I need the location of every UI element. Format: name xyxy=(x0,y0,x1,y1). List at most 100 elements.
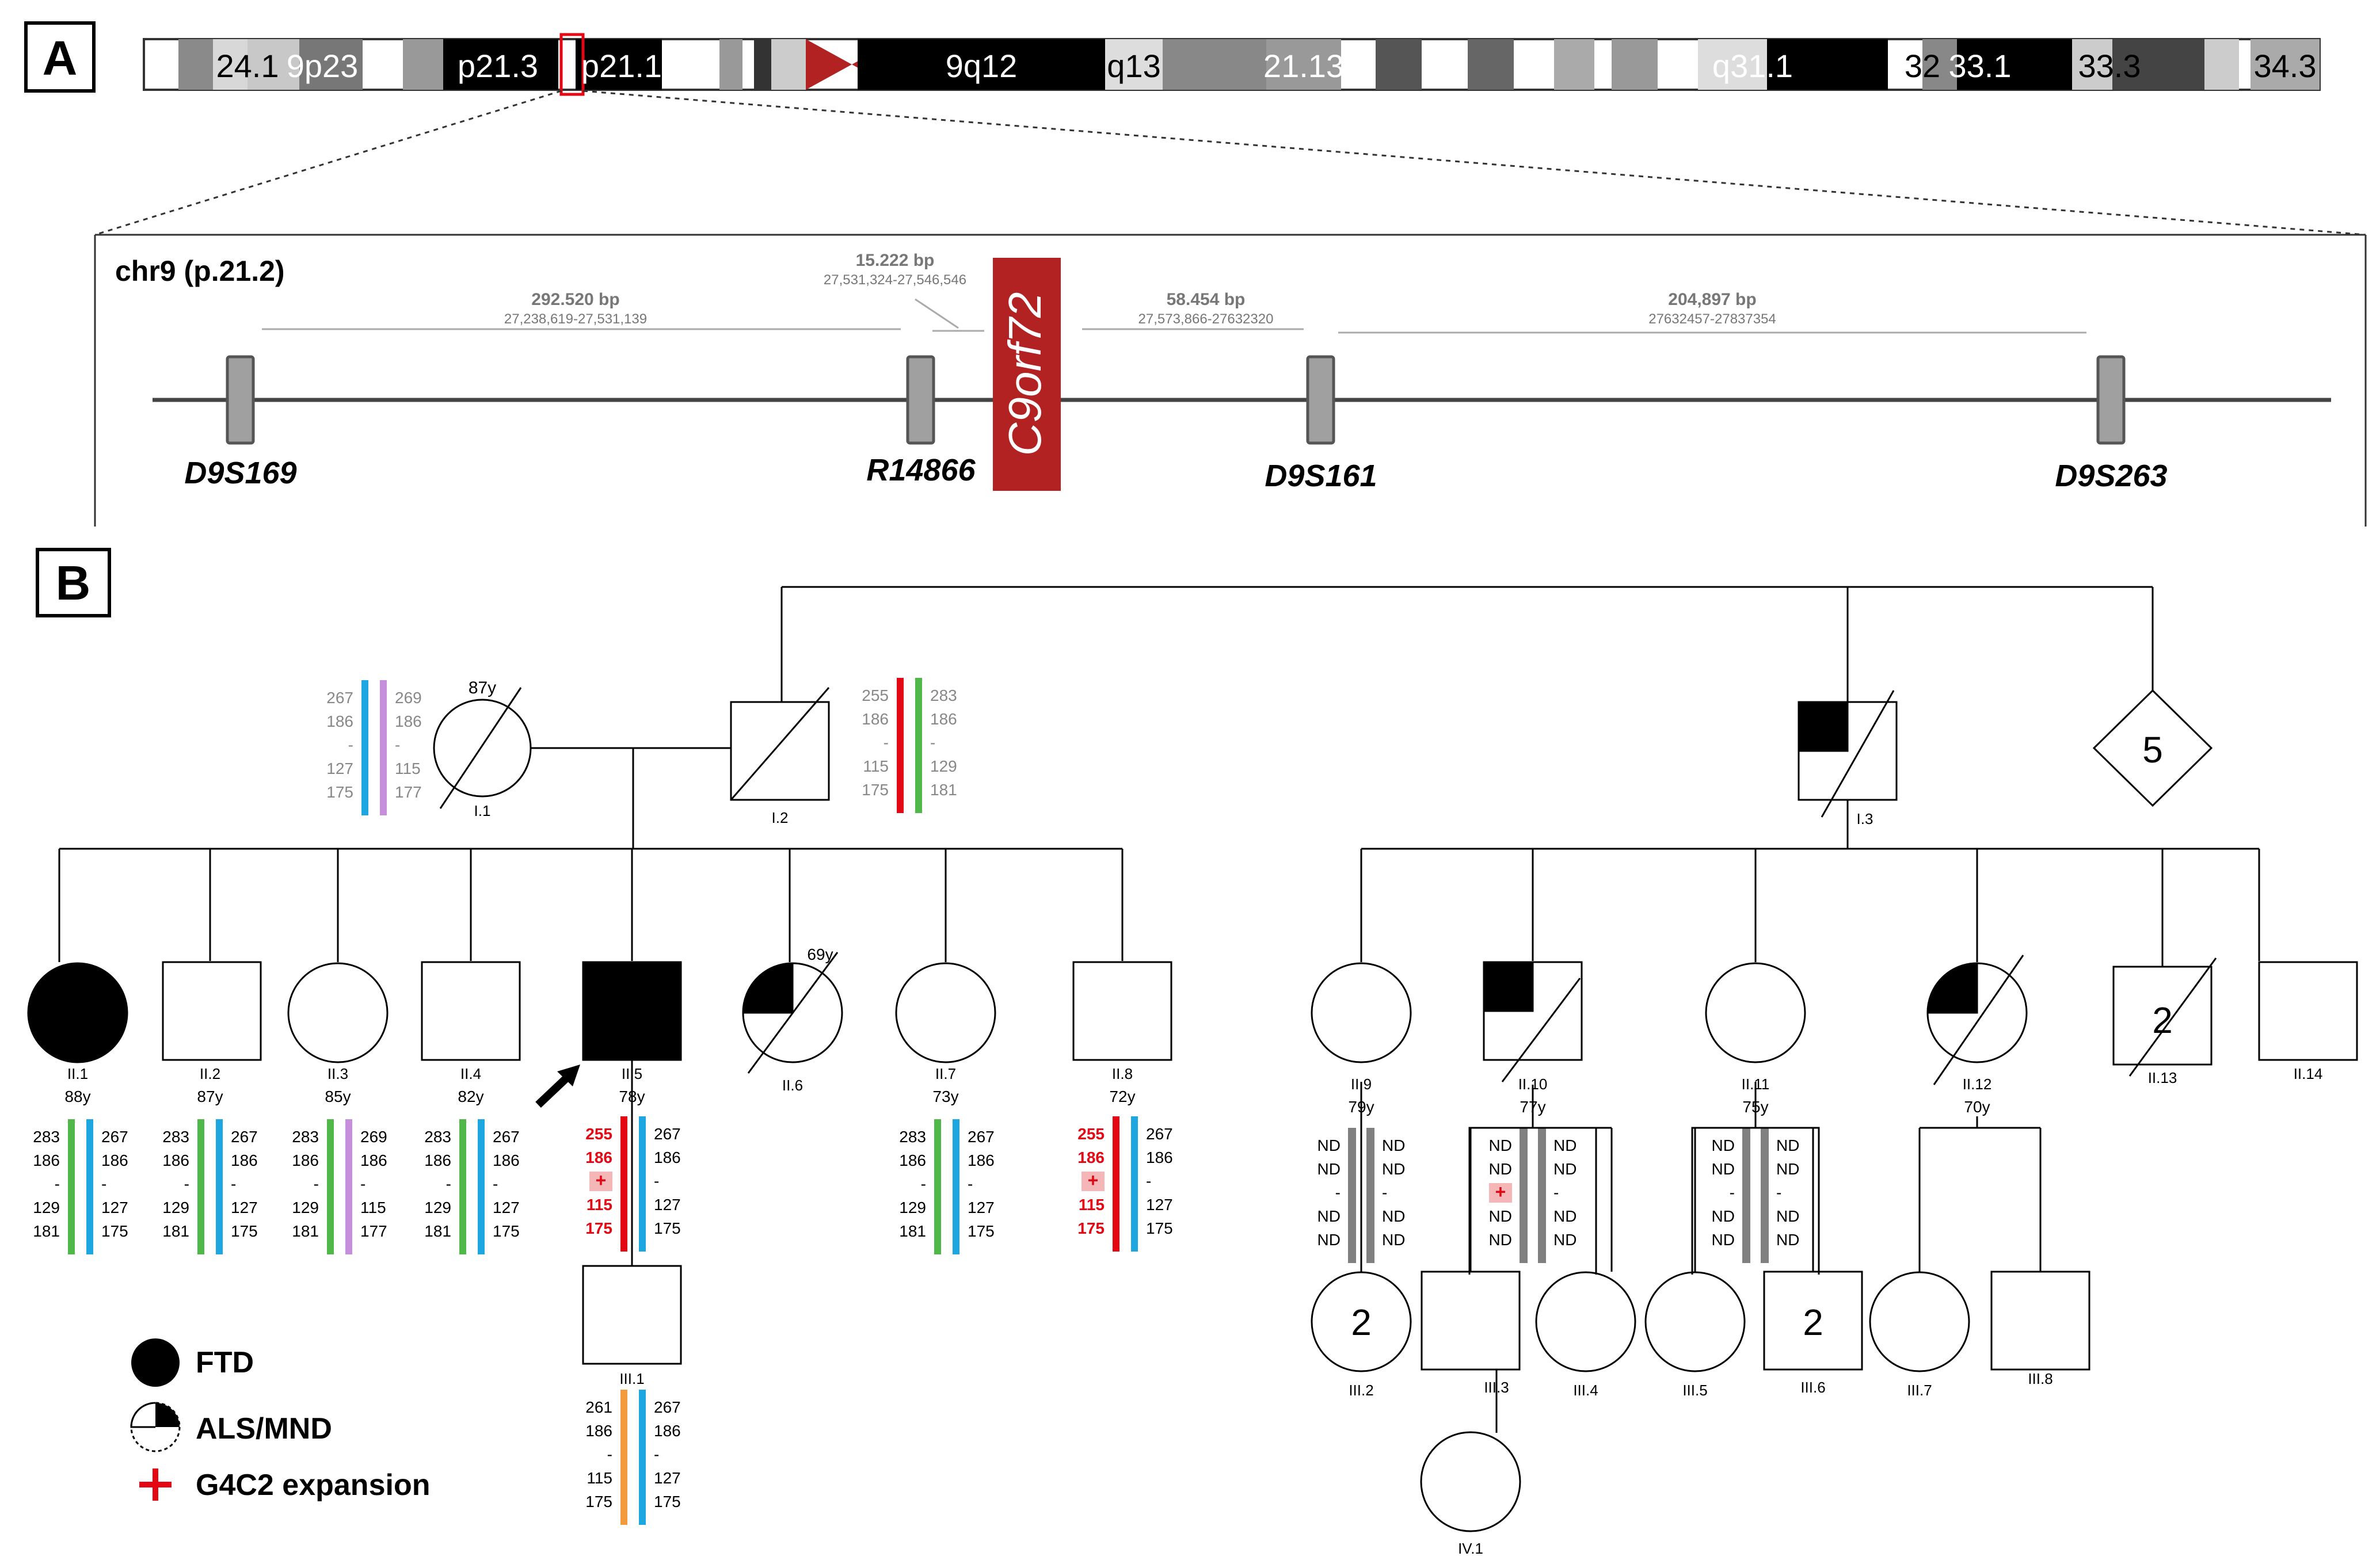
allele-value: 186 xyxy=(493,1151,520,1169)
marker-label-d9s161: D9S161 xyxy=(1265,459,1377,493)
allele-value: 186 xyxy=(424,1151,451,1169)
panel-b-label-box xyxy=(36,548,111,617)
expansion-highlight xyxy=(589,1172,612,1191)
id-ii4: II.4 xyxy=(460,1065,481,1082)
haplotype-bar-left xyxy=(1742,1128,1750,1263)
expansion-plus-icon: + xyxy=(1088,1170,1099,1191)
allele-value: 255 xyxy=(1077,1125,1105,1143)
allele-value: 181 xyxy=(930,781,957,799)
allele-value: ND xyxy=(1776,1160,1799,1178)
id-ii13: II.13 xyxy=(2148,1069,2177,1086)
age-i1: 87y xyxy=(469,678,496,697)
individual-ii2 xyxy=(162,961,262,1061)
band-label-33-1: 33.1 xyxy=(1949,48,2012,84)
panel-b-label: B xyxy=(56,556,91,610)
allele-value: 177 xyxy=(360,1222,387,1240)
allele-value: ND xyxy=(1712,1231,1735,1249)
allele-value: 127 xyxy=(654,1196,681,1214)
legend-g4c2-label: G4C2 expansion xyxy=(196,1468,430,1502)
haplotype-bar-right xyxy=(478,1119,485,1254)
allele-value: 186 xyxy=(585,1149,612,1166)
allele-value: 267 xyxy=(101,1128,128,1146)
allele-value: 186 xyxy=(1077,1149,1105,1166)
allele-value: 115 xyxy=(1079,1196,1105,1214)
allele-value: ND xyxy=(1382,1160,1405,1178)
individual-i2-male xyxy=(730,701,830,801)
allele-value: - xyxy=(184,1175,189,1193)
id-iii2: III.2 xyxy=(1349,1382,1373,1399)
id-ii2: II.2 xyxy=(200,1065,220,1082)
distance-bp-2: 15.222 bp xyxy=(856,251,935,270)
selected-region-marker xyxy=(559,33,585,96)
allele-value: - xyxy=(395,736,400,754)
allele-value: 255 xyxy=(862,686,889,704)
id-ii12: II.12 xyxy=(1963,1075,1992,1093)
allele-value: - xyxy=(654,1445,659,1463)
allele-value: 175 xyxy=(231,1222,258,1240)
allele-value: 186 xyxy=(231,1151,258,1169)
allele-value: 186 xyxy=(292,1151,319,1169)
allele-value: ND xyxy=(1553,1207,1576,1225)
allele-value: 283 xyxy=(424,1128,451,1146)
allele-value: - xyxy=(55,1175,60,1193)
allele-value: - xyxy=(446,1175,451,1193)
individual-ii13-siblings xyxy=(2112,966,2213,1066)
distance-range-4: 27632457-27837354 xyxy=(1648,311,1776,327)
allele-value: 283 xyxy=(33,1128,60,1146)
haplotype-bar-right xyxy=(86,1119,93,1254)
haplotype-bar-left xyxy=(620,1390,627,1525)
allele-value: 181 xyxy=(33,1222,60,1240)
zoom-line-left xyxy=(94,90,562,236)
allele-value: 115 xyxy=(863,757,889,775)
allele-value: 129 xyxy=(899,1199,926,1216)
allele-value: 177 xyxy=(395,783,422,801)
allele-value: 267 xyxy=(654,1125,681,1143)
marker-d9s161-box xyxy=(1306,355,1335,445)
id-iii4: III.4 xyxy=(1573,1382,1598,1399)
allele-value: 181 xyxy=(292,1222,319,1240)
allele-value: ND xyxy=(1317,1136,1341,1154)
haplotype-bar-left xyxy=(1520,1128,1528,1263)
allele-value: - xyxy=(1776,1184,1781,1201)
band-label-q31-1: q31.1 xyxy=(1712,48,1793,84)
id-iv1: IV.1 xyxy=(1458,1540,1483,1557)
allele-value: 283 xyxy=(899,1128,926,1146)
ii13-count: 2 xyxy=(2152,1000,2173,1041)
id-iii1: III.1 xyxy=(619,1370,644,1387)
id-ii10: II.10 xyxy=(1518,1075,1548,1093)
allele-value: 127 xyxy=(326,760,353,777)
haplotype-bar-right xyxy=(1366,1128,1374,1263)
allele-value: 175 xyxy=(101,1222,128,1240)
allele-value: - xyxy=(968,1175,973,1193)
haplotype-bar-left xyxy=(361,680,368,815)
iii2-count: 2 xyxy=(1351,1302,1372,1343)
allele-value: ND xyxy=(1553,1231,1576,1249)
haplotype-bar-right xyxy=(1538,1128,1546,1263)
id-iii5: III.5 xyxy=(1682,1382,1707,1399)
deceased-slash-i2 xyxy=(730,687,830,800)
region-title: chr9 (p.21.2) xyxy=(115,255,285,287)
marker-d9s169-box xyxy=(226,355,255,445)
haplotype-bar-left xyxy=(1113,1116,1119,1252)
individual-siblings-diamond xyxy=(2092,689,2213,807)
haplotype-bar-left xyxy=(620,1116,627,1252)
individual-ii11 xyxy=(1705,962,1806,1063)
legend-als-icon xyxy=(130,1402,181,1452)
diamond-count: 5 xyxy=(2142,729,2163,770)
distance-range-3: 27,573,866-27632320 xyxy=(1138,311,1274,327)
haplotype-bar-right xyxy=(639,1390,646,1525)
id-iii3: III.3 xyxy=(1484,1379,1509,1396)
distance-bp-3: 58.454 bp xyxy=(1167,290,1246,309)
allele-value: ND xyxy=(1776,1136,1799,1154)
individual-iv1 xyxy=(1420,1431,1521,1532)
allele-value: 129 xyxy=(292,1199,319,1216)
id-i2: I.2 xyxy=(772,809,789,826)
haplotype-bar-left xyxy=(934,1119,941,1254)
distance-range-2: 27,531,324-27,546,546 xyxy=(824,272,966,288)
age-ii3: 85y xyxy=(325,1088,351,1105)
allele-value: - xyxy=(1146,1172,1151,1190)
individual-ii5-proband xyxy=(582,961,682,1061)
